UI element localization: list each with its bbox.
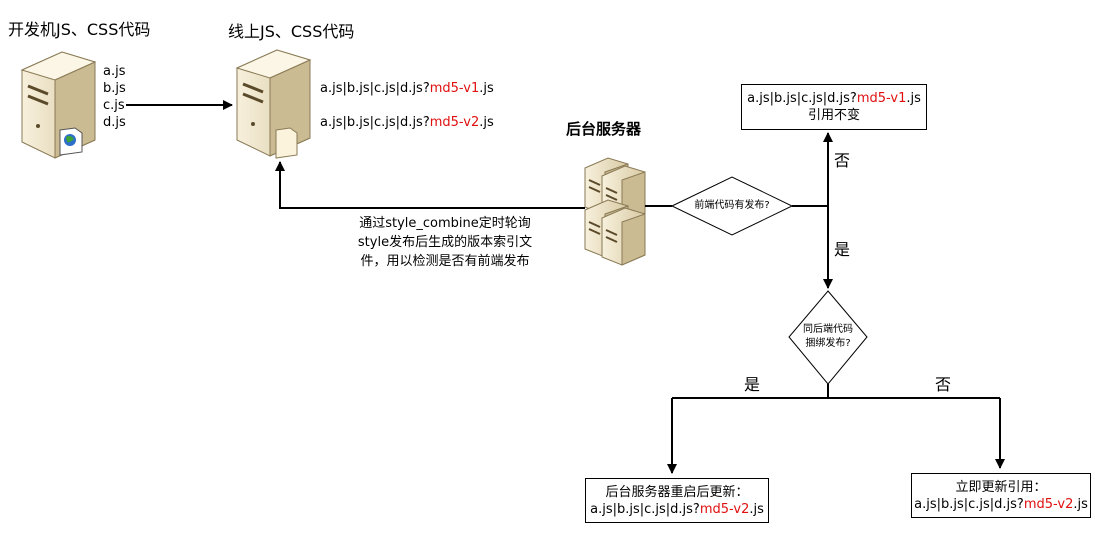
box-restart-update: 后台服务器重启后更新： a.js|b.js|c.js|d.js?md5-v2.j…	[585, 478, 769, 523]
decision1-no-label: 否	[834, 151, 851, 170]
dev-file-b: b.js	[103, 81, 126, 96]
dev-server-icon	[20, 51, 97, 159]
dev-title: 开发机JS、CSS代码	[8, 20, 151, 39]
online-line-1: a.js|b.js|c.js|d.js?md5-v1.js	[320, 81, 494, 96]
box-immediate-update: 立即更新引用： a.js|b.js|c.js|d.js?md5-v2.js	[911, 473, 1091, 518]
dev-file-a: a.js	[103, 64, 126, 79]
backend-servers-icon	[584, 157, 646, 266]
online-title: 线上JS、CSS代码	[228, 22, 355, 41]
decision2-text: 同后端代码 捆绑发布?	[803, 324, 853, 349]
decision1-text: 前端代码有发布?	[694, 200, 770, 211]
dev-file-c: c.js	[103, 98, 125, 113]
arrow-poll-to-online	[275, 161, 585, 209]
online-line-2: a.js|b.js|c.js|d.js?md5-v2.js	[320, 115, 494, 130]
dev-file-d: d.js	[103, 115, 126, 130]
poll-note: 通过style_combine定时轮询 style发布后生成的版本索引文 件，用…	[357, 216, 533, 269]
decision2-no-label: 否	[935, 375, 952, 394]
online-server-icon	[235, 49, 312, 159]
decision2-yes-label: 是	[744, 375, 761, 394]
box-reference-unchanged: a.js|b.js|c.js|d.js?md5-v1.js 引用不变	[741, 84, 927, 130]
backend-title: 后台服务器	[566, 120, 642, 138]
decision1-yes-label: 是	[834, 240, 851, 259]
